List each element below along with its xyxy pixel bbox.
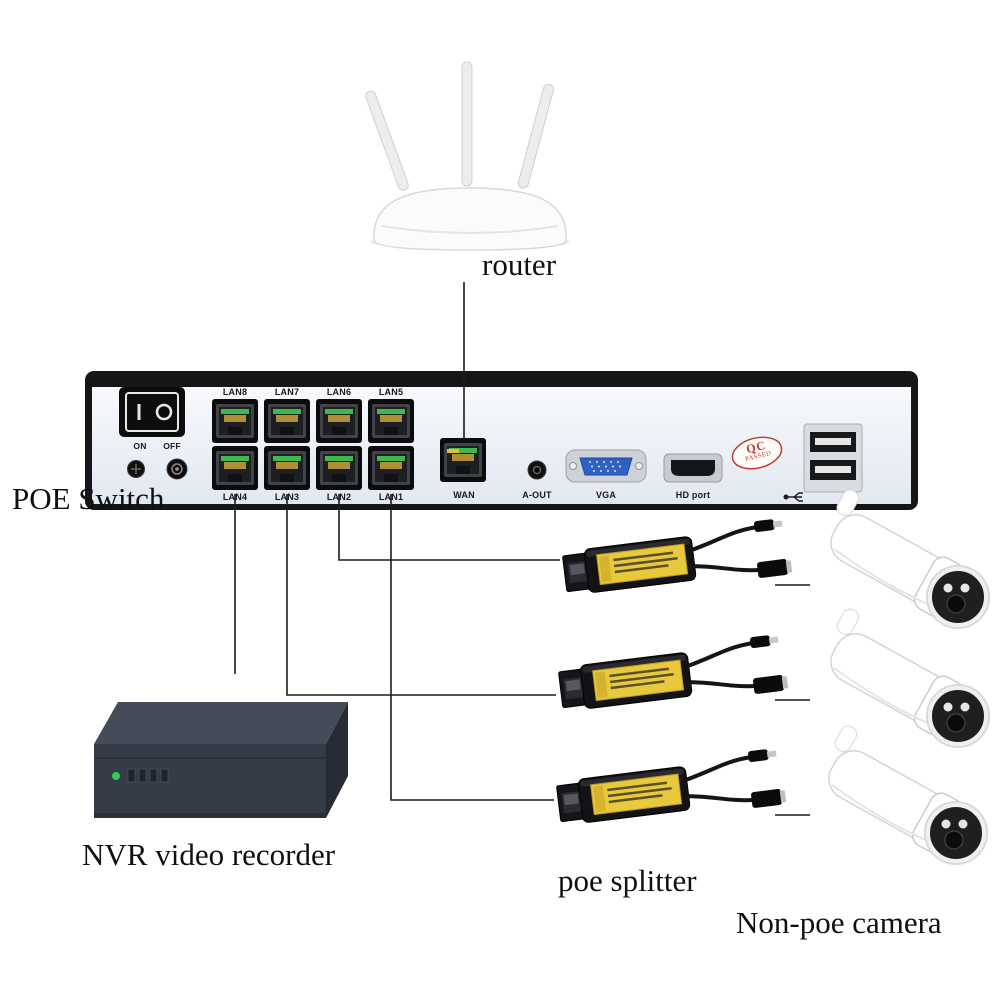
lan6-port — [316, 399, 362, 443]
lan7-port — [264, 399, 310, 443]
wan-port — [440, 438, 486, 482]
connection-line-lan3-splitter2 — [286, 494, 556, 696]
router-label: router — [482, 247, 557, 282]
lan3-port — [264, 446, 310, 490]
camera-3 — [828, 725, 988, 865]
wan-label: WAN — [453, 490, 475, 500]
wifi-antenna-middle — [461, 61, 473, 187]
lan6-label: LAN6 — [326, 387, 352, 397]
lan5-port — [368, 399, 414, 443]
vga-label: VGA — [595, 490, 617, 500]
lan8-label: LAN8 — [222, 387, 248, 397]
hdmi-port — [663, 453, 723, 483]
lan1-port — [368, 446, 414, 490]
connection-line-lan2-splitter1 — [338, 494, 560, 561]
lan8-port — [212, 399, 258, 443]
router-body — [373, 187, 567, 251]
poe-splitter-3 — [553, 745, 789, 834]
wifi-antenna-right — [517, 83, 554, 189]
nvr-power-led — [112, 772, 120, 780]
camera-1 — [830, 489, 990, 629]
poe-switch-device — [85, 371, 918, 510]
lan5-label: LAN5 — [378, 387, 404, 397]
lan4-label: LAN4 — [222, 492, 248, 502]
router-device — [365, 61, 570, 251]
reset-screw-jack — [127, 460, 145, 478]
poe-splitter-1 — [559, 515, 795, 604]
dc-power-jack — [166, 458, 188, 480]
a-out-label: A-OUT — [522, 490, 552, 500]
lan7-label: LAN7 — [274, 387, 300, 397]
poe-switch-label: POE Switch — [12, 481, 165, 516]
camera-2 — [830, 608, 990, 748]
lan3-label: LAN3 — [274, 492, 300, 502]
poe-splitter-label: poe splitter — [558, 863, 697, 898]
lan1-label: LAN1 — [378, 492, 404, 502]
connection-line-lan1-splitter3 — [390, 494, 554, 801]
hd-port-label: HD port — [675, 490, 711, 500]
power-off-label: OFF — [163, 441, 181, 451]
router-body-groove — [381, 225, 559, 234]
power-on-label: ON — [133, 441, 147, 451]
lan2-label: LAN2 — [326, 492, 352, 502]
usb-icon — [783, 492, 803, 502]
qc-sticker — [731, 436, 783, 470]
vga-port — [565, 449, 647, 483]
power-rocker-switch — [119, 387, 185, 437]
non-poe-camera-label: Non-poe camera — [736, 905, 942, 940]
usb-ports — [803, 423, 863, 493]
lan2-port — [316, 446, 362, 490]
lan4-port — [212, 446, 258, 490]
nvr-label: NVR video recorder — [82, 837, 336, 872]
a-out-jack — [527, 460, 547, 480]
poe-splitter-2 — [555, 631, 791, 720]
nvr-device — [94, 702, 348, 818]
wifi-antenna-left — [365, 90, 409, 191]
